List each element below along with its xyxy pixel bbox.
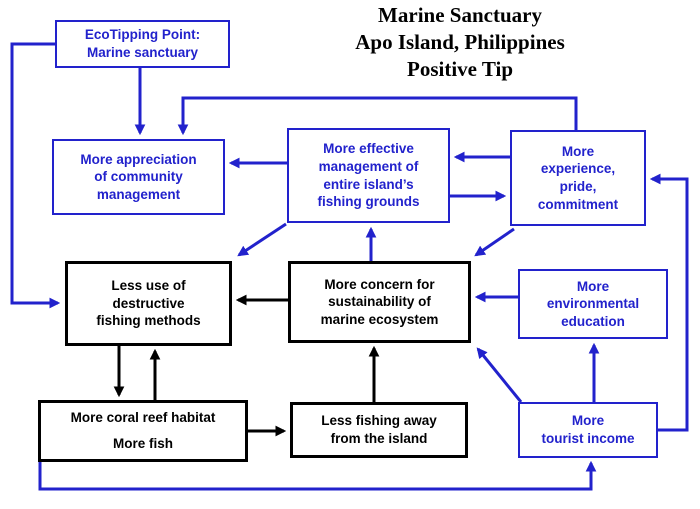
arrow-effective-to-lessuse (237, 222, 287, 257)
node-appreciation: More appreciation of community managemen… (52, 139, 225, 215)
diagram-title-line3: Positive Tip (407, 56, 513, 81)
node-lessaway: Less fishing away from the island (290, 402, 468, 458)
arrow-experience-to-concern (474, 227, 515, 257)
diagram-title-line1: Marine Sanctuary (378, 3, 542, 27)
node-coral: More coral reef habitat More fish (38, 400, 248, 462)
arrow-tourist-to-concern (476, 347, 523, 403)
node-ecotip: EcoTipping Point: Marine sanctuary (55, 20, 230, 68)
node-effective: More effective management of entire isla… (287, 128, 450, 223)
node-experience: More experience, pride, commitment (510, 130, 646, 226)
node-education: More environmental education (518, 269, 668, 339)
node-tourist: More tourist income (518, 402, 658, 458)
node-lessuse: Less use of destructive fishing methods (65, 261, 232, 346)
arrow-coral-to-tourist (38, 460, 597, 491)
diagram-title-line2: Apo Island, Philippines (355, 29, 565, 54)
node-concern: More concern for sustainability of marin… (288, 261, 471, 343)
diagram-title: Marine Sanctuary Apo Island, Philippines… (250, 2, 670, 83)
